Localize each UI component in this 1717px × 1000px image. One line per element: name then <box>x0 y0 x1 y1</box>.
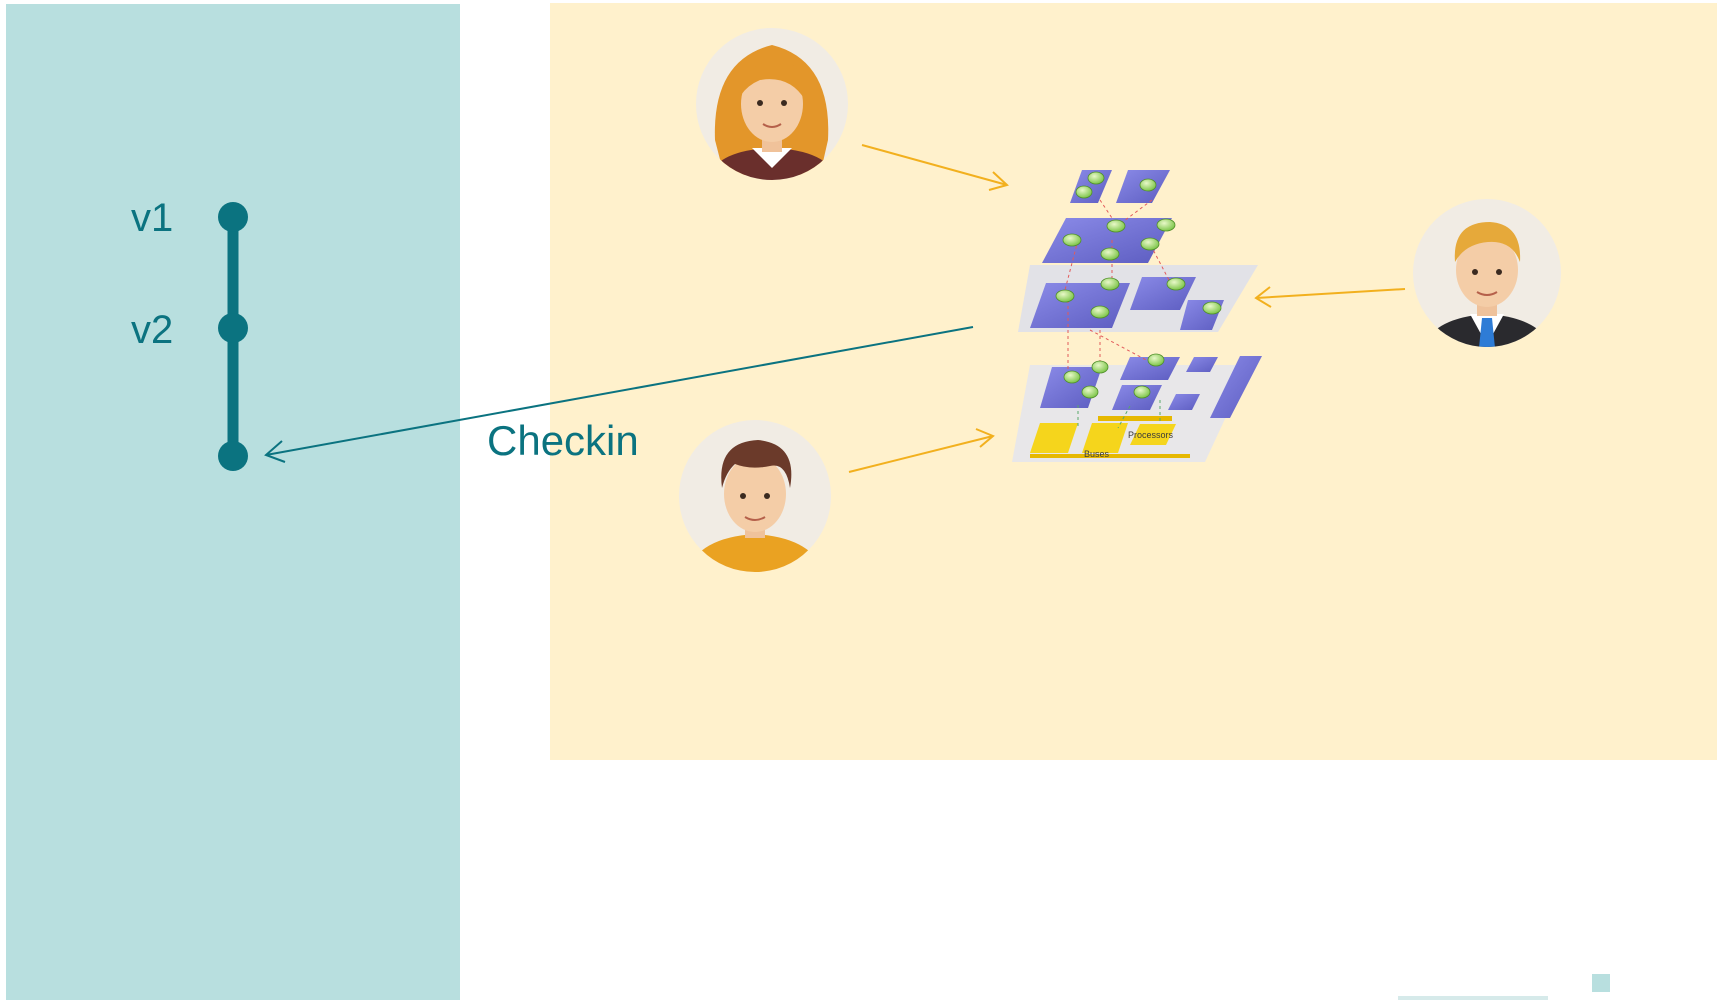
version-node-v1 <box>218 202 248 232</box>
checkin-label: Checkin <box>487 417 639 464</box>
bus-main <box>1030 454 1190 458</box>
arrow-young-man <box>848 435 994 473</box>
version-node-new <box>218 441 248 471</box>
plate-c3-lower <box>1168 394 1200 410</box>
processor-block-2 <box>1082 423 1128 453</box>
arrow-businessman-head <box>1254 286 1272 308</box>
buses-label: Buses <box>1084 449 1110 459</box>
processor-block-3 <box>1130 424 1176 445</box>
system-model-diagram: Processors Buses <box>1012 170 1262 462</box>
plate-c12 <box>1120 357 1180 380</box>
version-label-v2: v2 <box>131 308 174 352</box>
version-history-panel <box>6 4 460 1000</box>
arrow-young-man-head <box>975 428 995 448</box>
function-nodes <box>1055 171 1222 399</box>
plate-c4 <box>1210 356 1262 418</box>
plate-c2-lower <box>1186 357 1218 372</box>
bus-processors <box>1098 416 1172 421</box>
mapping-lines <box>1077 400 1161 429</box>
decorative-line <box>1398 996 1548 1000</box>
processor-block-1 <box>1030 423 1078 453</box>
decorative-square <box>1592 974 1610 992</box>
arrow-woman <box>861 144 1008 186</box>
young-man-avatar <box>679 420 831 572</box>
processors-label: Processors <box>1128 430 1174 440</box>
version-label-v1: v1 <box>131 196 174 240</box>
arrow-woman-head <box>988 171 1009 191</box>
user-arrows <box>848 144 1406 473</box>
version-node-v2 <box>218 313 248 343</box>
woman-avatar <box>696 28 848 180</box>
checkin-arrow <box>264 326 974 463</box>
businessman-avatar <box>1413 199 1561 347</box>
arrow-businessman <box>1255 288 1406 299</box>
version-timeline <box>218 202 248 471</box>
